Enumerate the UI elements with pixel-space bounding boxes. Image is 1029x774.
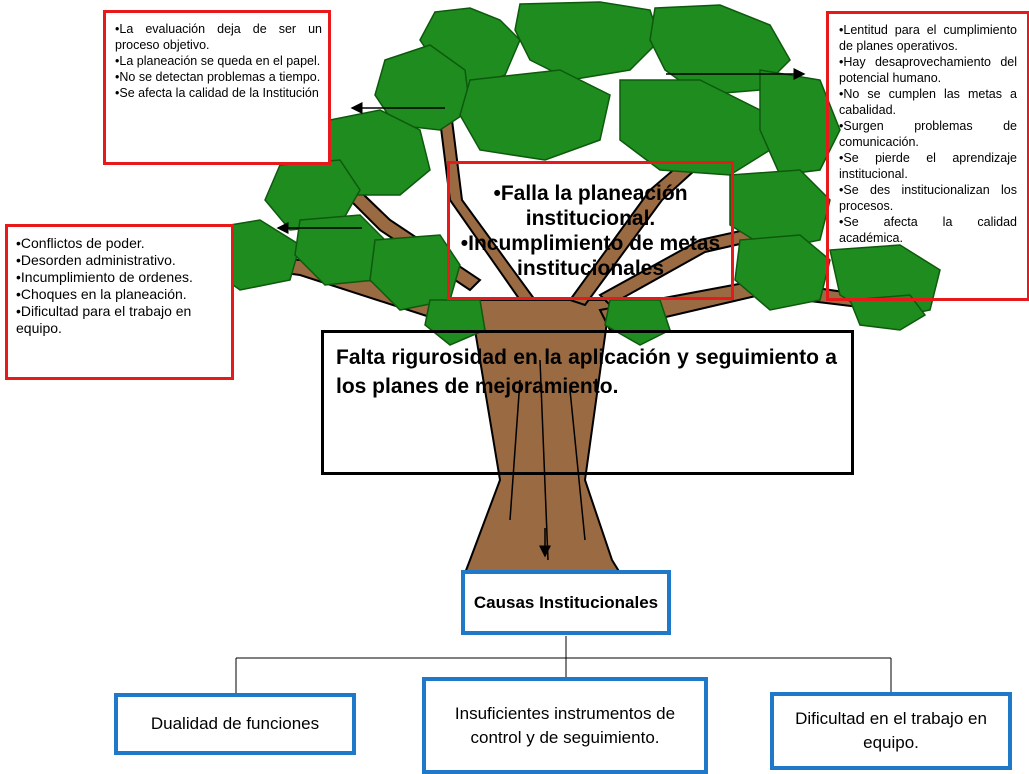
tree-trunk-lines [509,359,586,561]
central-effect-item: Incumplimiento de metas institucionales [450,231,731,281]
cause-box: Insuficientes instrumentos de control y … [422,677,708,774]
central-problem-text: Falta rigurosidad en la aplicación y seg… [336,346,837,398]
causes-title-box: Causas Institucionales [461,570,671,635]
effect-item: Conflictos de poder. [16,235,225,252]
effect-item: Se afecta la calidad de la Institución [115,85,322,101]
cause-label: Dificultad en el trabajo en equipo. [795,709,987,752]
causes-title: Causas Institucionales [473,592,659,612]
effects-list-top-right: Lentitud para el cumplimiento de planes … [839,22,1017,246]
effect-item: Desorden administrativo. [16,252,225,269]
causes-connectors [235,636,892,693]
effect-item: No se cumplen las metas a cabalidad. [839,86,1017,118]
effect-item: Surgen problemas de comunicación. [839,118,1017,150]
effect-item: La evaluación deja de ser un proceso obj… [115,21,322,53]
cause-box: Dualidad de funciones [114,693,356,755]
central-effect-item: Falla la planeación institucional. [450,181,731,231]
effect-item: Se pierde el aprendizaje institucional. [839,150,1017,182]
tree-canopy [199,1,941,346]
effect-item: Choques en la planeación. [16,286,225,303]
effect-item: Lentitud para el cumplimiento de planes … [839,22,1017,54]
effect-item: Incumplimiento de ordenes. [16,269,225,286]
effect-item: No se detectan problemas a tiempo. [115,69,322,85]
effect-item: Se afecta la calidad académica. [839,214,1017,246]
effects-box-left: Conflictos de poder. Desorden administra… [5,224,234,380]
cause-box: Dificultad en el trabajo en equipo. [770,692,1012,770]
effect-item: La planeación se queda en el papel. [115,53,322,69]
central-effects-box: Falla la planeación institucional. Incum… [447,161,734,300]
central-effects-list: Falla la planeación institucional. Incum… [450,181,731,281]
cause-label: Insuficientes instrumentos de control y … [454,703,676,747]
effect-item: Dificultad para el trabajo en equipo. [16,303,225,337]
effects-box-top-left: La evaluación deja de ser un proceso obj… [103,10,331,165]
effects-box-top-right: Lentitud para el cumplimiento de planes … [826,11,1029,301]
cause-label: Dualidad de funciones [150,714,320,733]
effects-list-left: Conflictos de poder. Desorden administra… [16,235,225,337]
effect-item: Hay desaprovechamiento del potencial hum… [839,54,1017,86]
central-problem-box: Falta rigurosidad en la aplicación y seg… [321,330,854,475]
effect-item: Se des institucionalizan los procesos. [839,182,1017,214]
effects-list-top-left: La evaluación deja de ser un proceso obj… [115,21,322,101]
